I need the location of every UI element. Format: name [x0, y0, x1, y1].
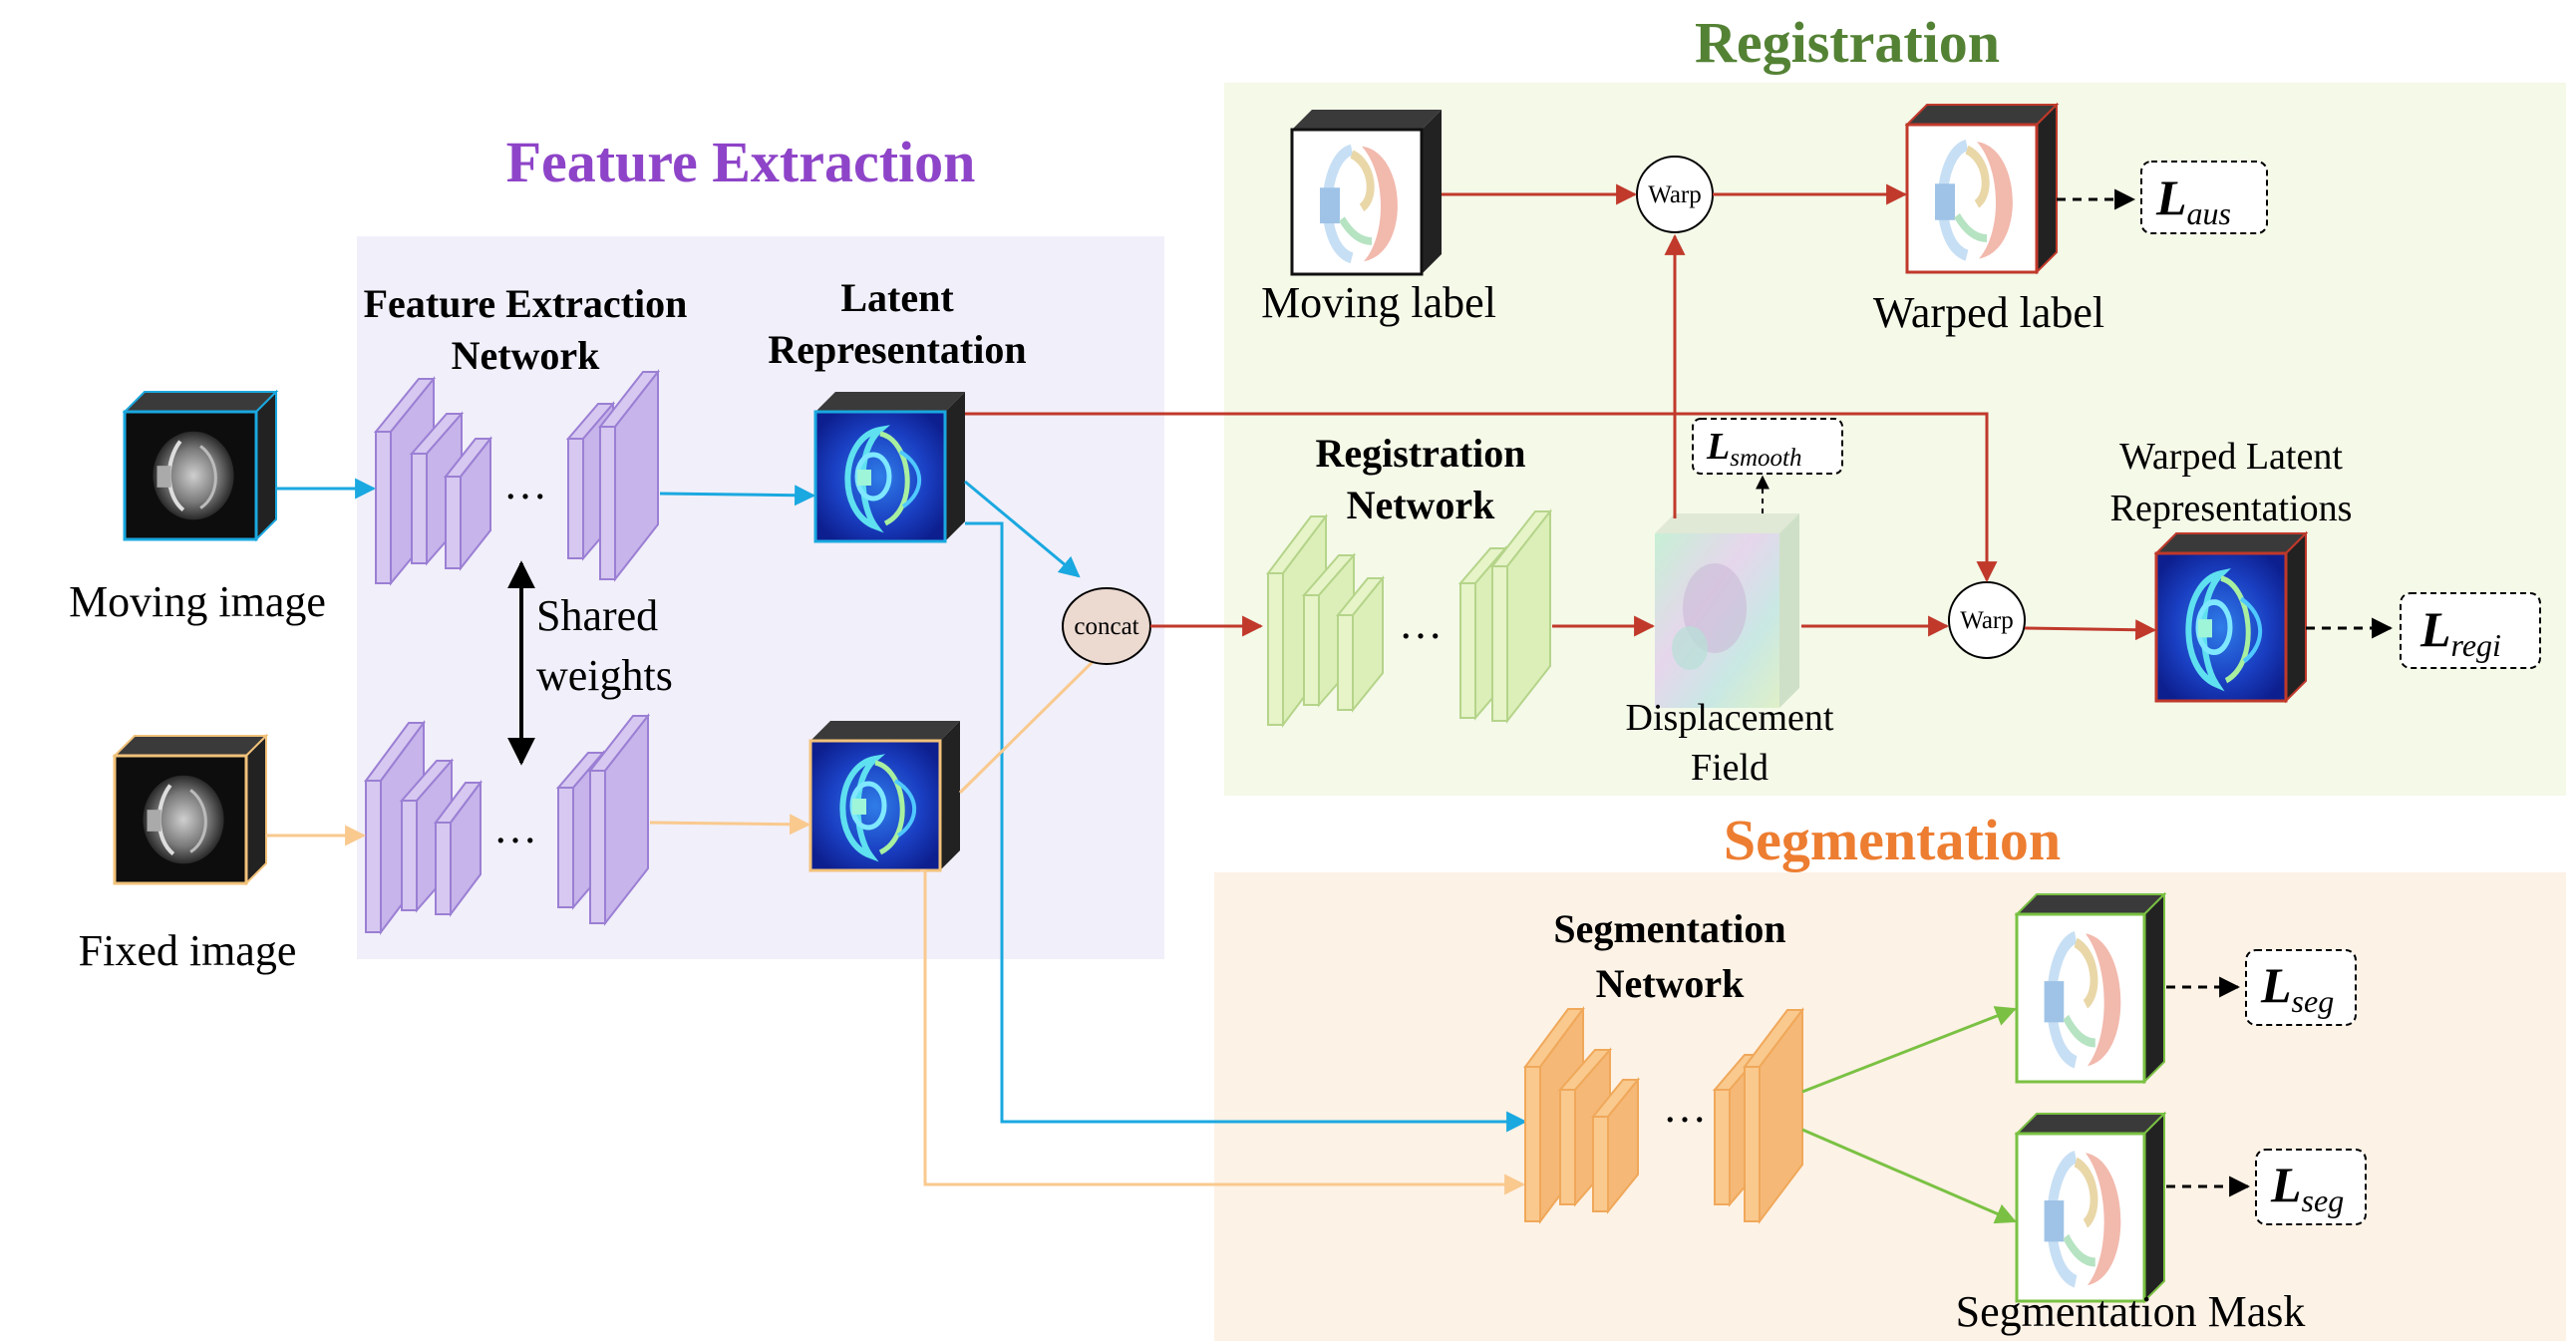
concat-label: concat	[1074, 613, 1138, 640]
registration-network-label: Registration	[1315, 431, 1525, 476]
displacement-field-volume	[1655, 513, 1799, 708]
registration-ellipsis: …	[1399, 599, 1443, 648]
segmentation-mask-label: Segmentation Mask	[1956, 1287, 2306, 1336]
latent-cube-fixed	[810, 721, 960, 870]
moving-image-volume	[122, 389, 279, 542]
segmentation-output-1	[2017, 891, 2167, 1082]
shared-weights-label-2: weights	[536, 651, 673, 700]
fixed-image-label: Fixed image	[79, 926, 297, 975]
green-flow	[1801, 1006, 2017, 1224]
warp-top-label: Warp	[1648, 181, 1702, 208]
moving-label-label: Moving label	[1261, 278, 1496, 327]
latent-cube-moving	[815, 392, 965, 541]
feature-ellipsis-bottom: …	[493, 804, 537, 852]
blue-flow	[276, 478, 1528, 1133]
feature-ellipsis-top: …	[503, 460, 547, 508]
loss-seg1-box	[2245, 949, 2357, 1026]
fixed-image-volume	[112, 733, 269, 886]
loss-regi-box	[2400, 592, 2541, 669]
loss-smooth-box	[1692, 418, 1843, 475]
loss-seg2: Lseg	[2270, 1157, 2344, 1218]
segmentation-ellipsis: …	[1663, 1083, 1707, 1132]
feature-extraction-panel	[357, 236, 1164, 959]
segmentation-network-label-2: Network	[1596, 961, 1746, 1006]
warped-latent-label: Warped Latent	[2119, 436, 2343, 478]
red-flow	[965, 183, 2157, 641]
segmentation-layers	[1523, 1005, 1805, 1224]
registration-layers	[1265, 508, 1553, 728]
feature-layers-bottom	[364, 713, 651, 935]
feature-network-label-2: Network	[452, 333, 601, 378]
shared-weights-label: Shared	[536, 591, 658, 640]
moving-label-volume	[1292, 110, 1442, 275]
loss-seg2-box	[2255, 1149, 2367, 1225]
loss-seg1: Lseg	[2260, 957, 2334, 1019]
registration-title: Registration	[1695, 10, 2000, 75]
latent-representation-label-2: Representation	[768, 327, 1026, 372]
segmentation-network-label: Segmentation	[1553, 906, 1785, 951]
loss-aus: Laus	[2155, 169, 2231, 231]
warped-label-label: Warped label	[1873, 288, 2104, 337]
warped-label-volume	[1907, 102, 2060, 272]
warped-latent-volume	[2156, 530, 2309, 701]
orange-flow	[266, 641, 1526, 1195]
loss-smooth: Lsmooth	[1706, 426, 1801, 472]
segmentation-output-2	[2017, 1111, 2167, 1301]
displacement-field-label: Displacement	[1626, 697, 1834, 739]
feature-layers-top	[373, 369, 661, 586]
latent-representation-label: Latent	[840, 275, 954, 320]
moving-image-label: Moving image	[69, 577, 326, 626]
displacement-field-label-2: Field	[1691, 747, 1769, 789]
feature-extraction-title: Feature Extraction	[506, 130, 976, 194]
segmentation-panel	[1214, 872, 2566, 1341]
feature-network-label: Feature Extraction	[364, 281, 688, 326]
loss-aus-box	[2140, 161, 2268, 234]
registration-network-label-2: Network	[1347, 483, 1496, 527]
segmentation-title: Segmentation	[1724, 808, 2061, 872]
warped-latent-label-2: Representations	[2110, 488, 2353, 529]
warp-middle-label: Warp	[1960, 607, 2014, 634]
loss-regi: Lregi	[2419, 601, 2501, 663]
